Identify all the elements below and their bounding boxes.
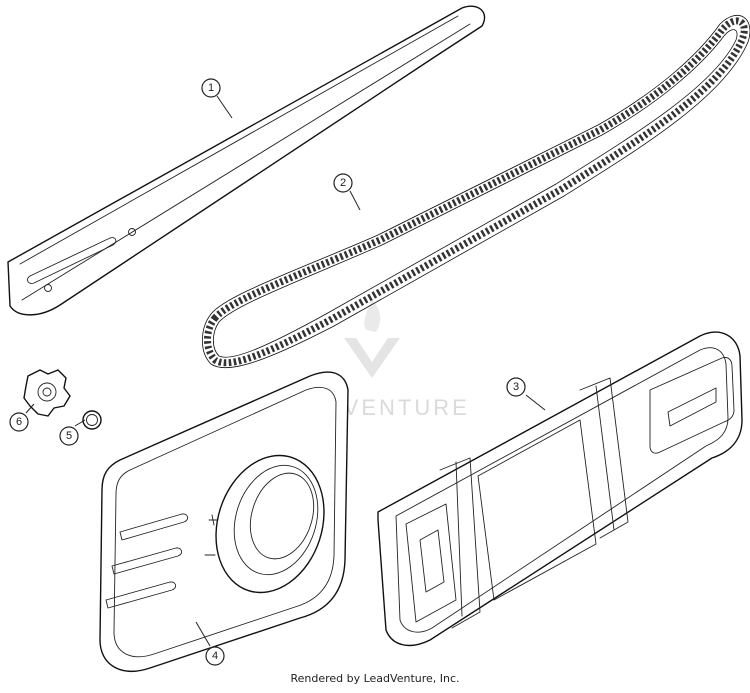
callout-2: 2 bbox=[333, 173, 353, 193]
leader-lines bbox=[25, 95, 546, 647]
tension-knob bbox=[215, 454, 325, 594]
footer-credit: Rendered by LeadVenture, Inc. bbox=[290, 672, 460, 685]
callout-3: 3 bbox=[506, 377, 526, 397]
retaining-ring bbox=[82, 410, 102, 430]
bar-scabbard bbox=[377, 331, 743, 647]
side-cover bbox=[99, 371, 349, 672]
callout-4: 4 bbox=[205, 646, 225, 666]
callout-6: 6 bbox=[9, 412, 29, 432]
flame-icon bbox=[364, 296, 381, 332]
leadventure-logo-icon bbox=[344, 338, 400, 378]
callout-1: 1 bbox=[201, 78, 221, 98]
callout-4-label: 4 bbox=[212, 650, 218, 662]
callout-3-label: 3 bbox=[513, 381, 519, 393]
callout-2-label: 2 bbox=[340, 177, 346, 189]
callout-5: 5 bbox=[59, 426, 79, 446]
callout-5-label: 5 bbox=[66, 430, 72, 442]
callout-6-label: 6 bbox=[16, 416, 22, 428]
guide-bar bbox=[7, 5, 486, 316]
saw-chain bbox=[201, 14, 750, 369]
drive-sprocket bbox=[23, 369, 71, 417]
callout-1-label: 1 bbox=[208, 82, 214, 94]
